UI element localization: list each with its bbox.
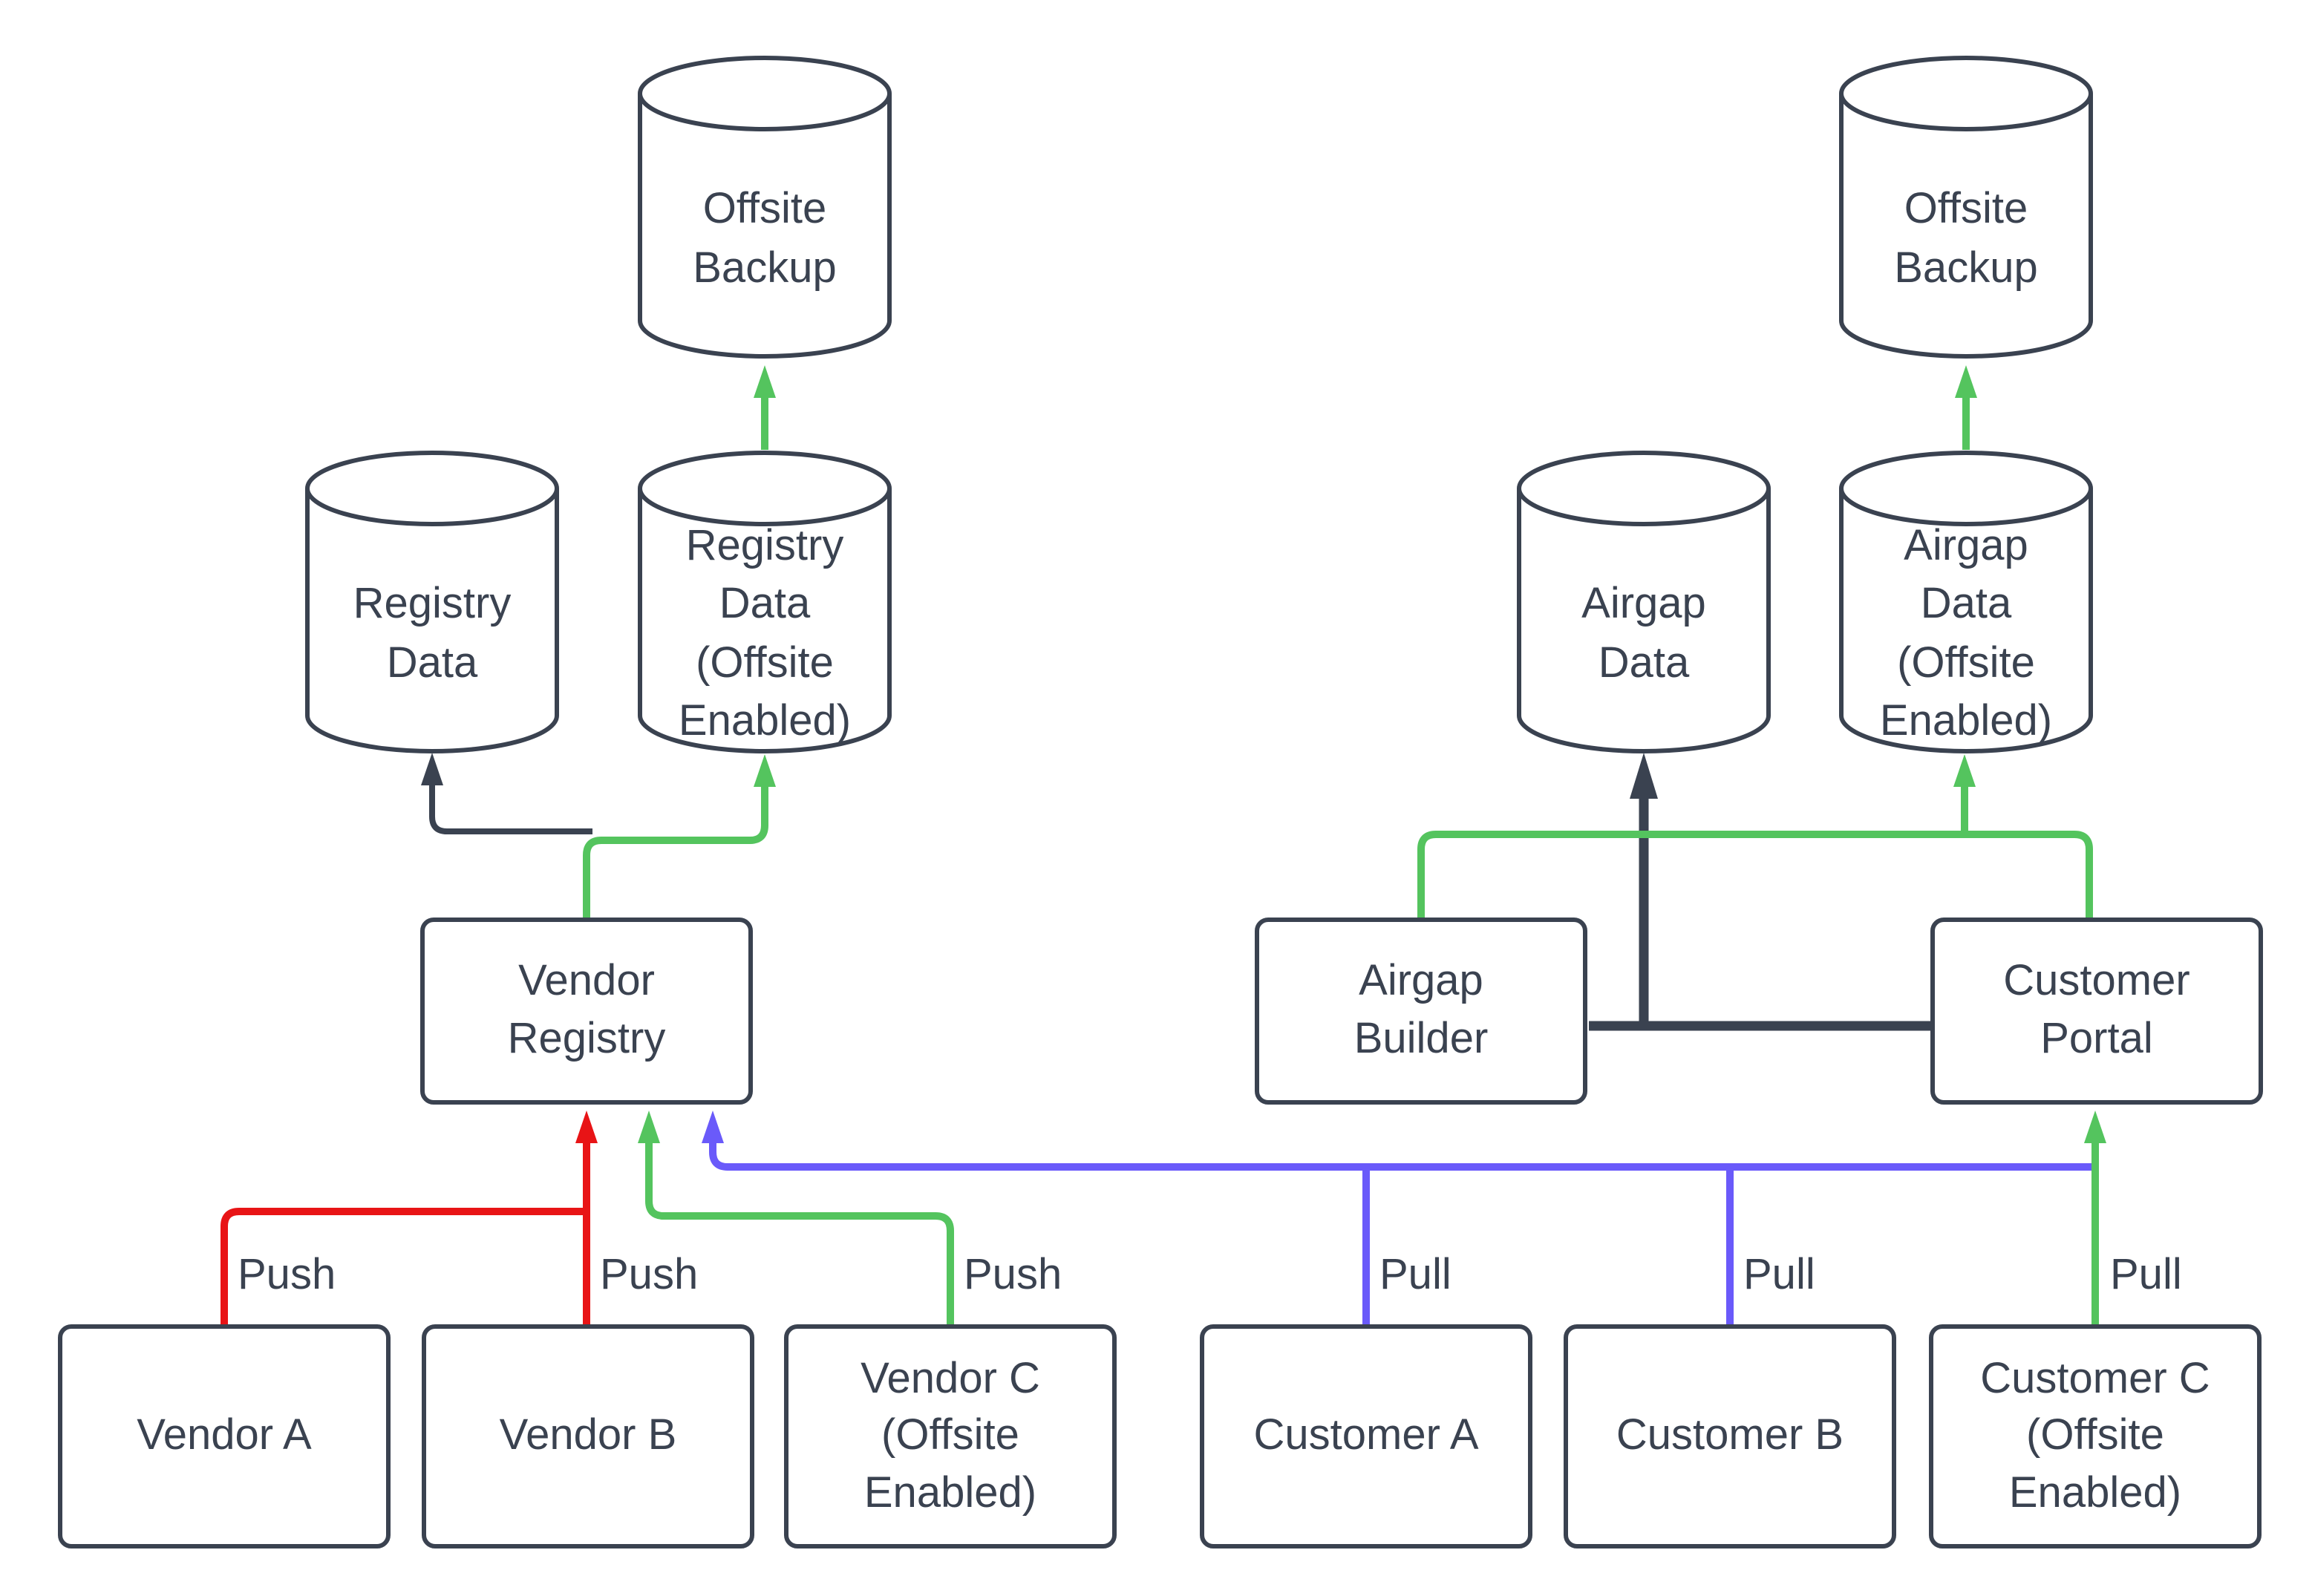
cylinder-label: Airgap Data [1581,580,1706,687]
cylinder-label: Airgap Data (Offsite Enabled) [1879,522,2053,745]
cylinder-offsite-backup-right: Offsite Backup [1838,55,2094,359]
arrowhead-green-into-vendor-registry [638,1111,660,1143]
database-cylinder-icon [305,451,559,753]
node-label: Vendor C (Offsite Enabled) [861,1355,1040,1517]
cylinder-label: Offsite Backup [693,186,837,292]
edge-push-vendor-a [221,1208,587,1324]
cylinder-label: Registry Data [353,580,512,687]
node-label: Airgap Builder [1353,958,1489,1063]
edge-label-pull-customer-b: Pull [1743,1252,1815,1299]
node-airgap-builder: Airgap Builder [1255,918,1587,1105]
arrowhead-dark-into-airgap-data [1630,753,1658,799]
node-label: Customer C (Offsite Enabled) [1980,1355,2210,1517]
node-vendor-a: Vendor A [58,1324,391,1548]
node-label: Vendor A [137,1412,312,1460]
edge-push-vendor-c [645,1143,954,1324]
edge-label-pull-customer-c: Pull [2110,1252,2182,1299]
node-label: Customer Portal [2003,958,2190,1063]
arrowhead-green-into-offsite-backup-right [1955,365,1977,398]
node-vendor-b: Vendor B [422,1324,754,1548]
arrowhead-dark-into-registry-data [421,753,443,785]
database-cylinder-icon [1517,451,1771,753]
database-cylinder-icon [1839,451,2093,753]
arrowhead-green-into-airgap-data-offsite [1953,754,1976,787]
cylinder-airgap-data: Airgap Data [1516,450,1771,754]
node-label: Customer B [1616,1412,1844,1460]
edge-vendor-registry-to-registry-data-offsite [583,787,768,918]
node-vendor-c: Vendor C (Offsite Enabled) [784,1324,1117,1548]
node-customer-b: Customer B [1564,1324,1896,1548]
node-label: Vendor B [499,1412,677,1460]
edge-label-pull-customer-a: Pull [1379,1252,1451,1299]
node-vendor-registry: Vendor Registry [420,918,753,1105]
arrowhead-green-into-customer-portal [2084,1111,2106,1143]
edge-label-push-vendor-b: Push [600,1252,699,1299]
cylinder-label: Offsite Backup [1894,186,2038,292]
cylinder-registry-data-offsite: Registry Data (Offsite Enabled) [637,450,892,754]
cylinder-airgap-data-offsite: Airgap Data (Offsite Enabled) [1838,450,2094,754]
node-customer-a: Customer A [1200,1324,1532,1548]
database-cylinder-icon [1839,56,2093,359]
cylinder-offsite-backup-left: Offsite Backup [637,55,892,359]
cylinder-registry-data: Registry Data [304,450,560,754]
arrowhead-blue-into-vendor-registry [702,1111,724,1143]
arrowhead-red-into-vendor-registry [575,1111,598,1143]
arrowhead-green-into-registry-data-offsite [754,754,776,787]
node-customer-c: Customer C (Offsite Enabled) [1929,1324,2262,1548]
arrowhead-green-into-offsite-backup-left [754,365,776,398]
node-customer-portal: Customer Portal [1930,918,2263,1105]
edge-label-push-vendor-a: Push [238,1252,336,1299]
edge-label-push-vendor-c: Push [964,1252,1062,1299]
database-cylinder-icon [638,451,892,753]
node-label: Vendor Registry [507,958,666,1063]
database-cylinder-icon [638,56,892,359]
cylinder-label: Registry Data (Offsite Enabled) [678,522,852,745]
node-label: Customer A [1253,1412,1479,1460]
edge-vendor-registry-to-registry-data [429,785,592,834]
edge-pull-customers-to-vendor-registry [709,1140,2095,1171]
edge-customer-portal-green-network [1417,831,2093,918]
